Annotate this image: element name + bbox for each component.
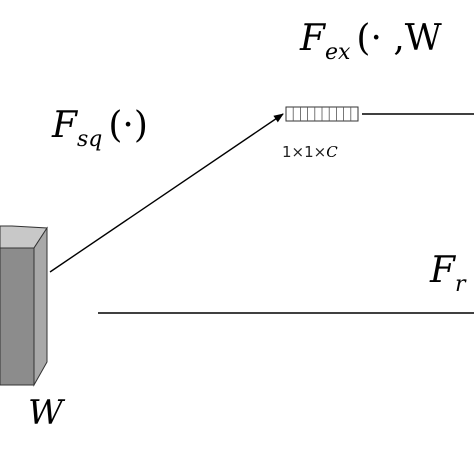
squeeze-function-label: Fsq(·)	[51, 105, 148, 152]
feature-cube	[0, 225, 48, 387]
channel-vector	[285, 106, 359, 122]
excitation-function-label: Fex(· ,W	[299, 18, 442, 65]
scale-function-label: Fr	[429, 250, 467, 297]
cube-width-label: W	[28, 393, 66, 433]
cube-front-face	[0, 247, 35, 386]
squeeze-arrow	[49, 113, 284, 273]
vector-dimension-label: 1×1×C	[282, 143, 338, 161]
cube-side-face	[33, 226, 48, 387]
